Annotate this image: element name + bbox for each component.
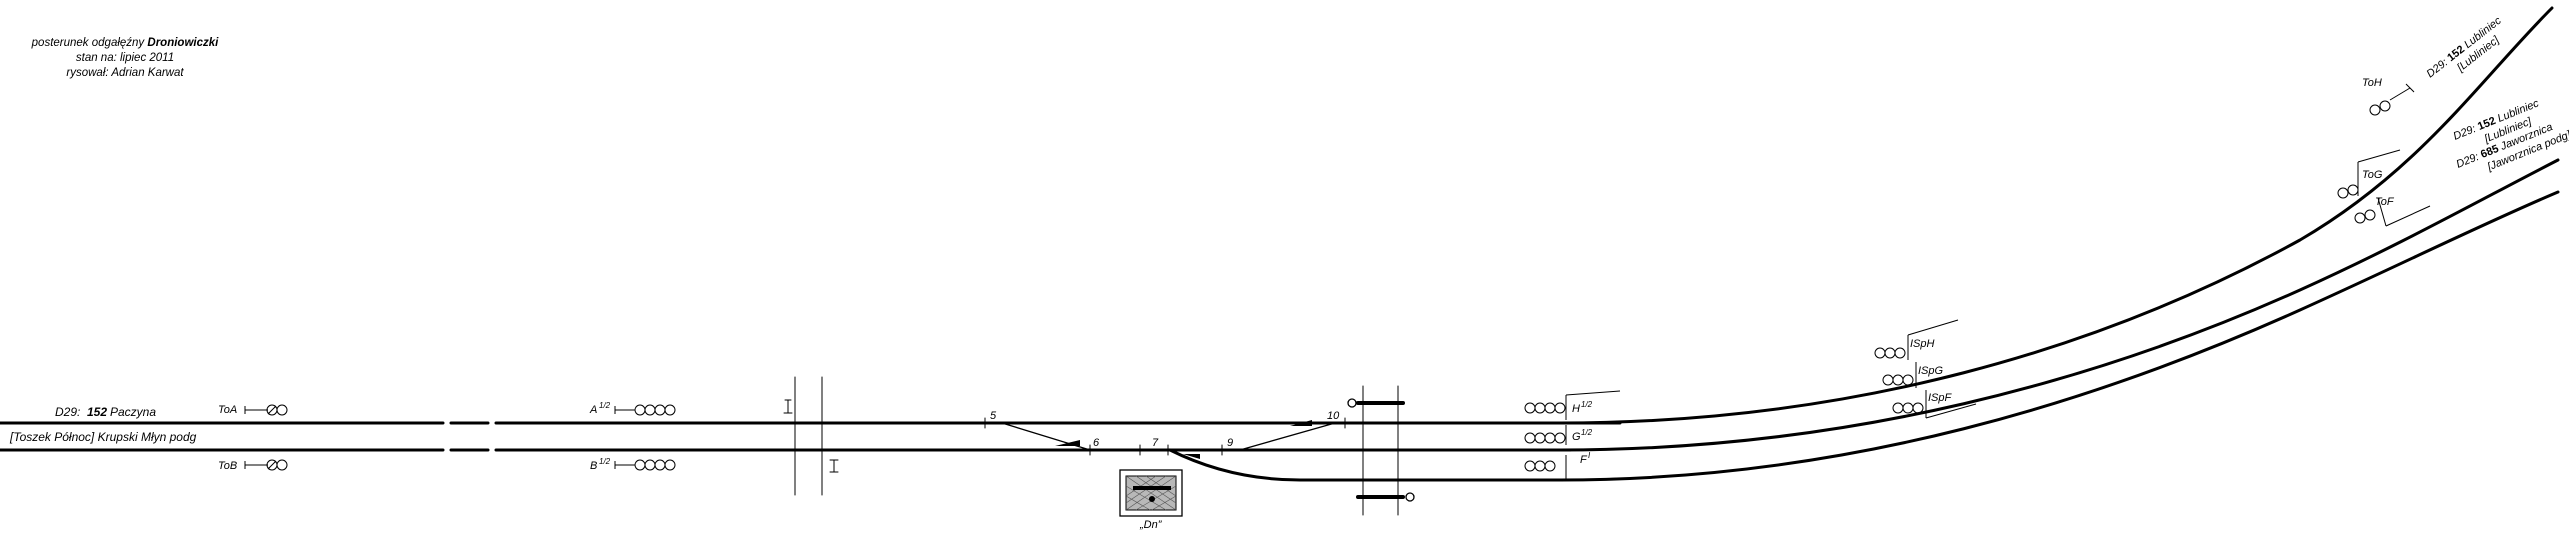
header-station-name: Droniowiczki	[147, 37, 219, 49]
right-line-label-top: D29: 152 Lubliniec [Lubliniec]	[2424, 14, 2504, 81]
signal-box-dn	[1119, 469, 1183, 517]
branch-track-7	[1168, 448, 1562, 482]
signal-H	[1524, 390, 1621, 420]
signal-SpG	[1882, 362, 1917, 388]
signal-ToB	[244, 459, 288, 471]
label-B-sup: 1/2	[599, 457, 611, 466]
rt-mid-code: D29:	[2452, 123, 2478, 143]
signal-ToG	[2337, 149, 2401, 199]
label-G: G	[1572, 431, 1581, 443]
label-A: A	[589, 404, 597, 416]
signal-ToH	[2369, 83, 2415, 116]
crossover-9-10	[1239, 422, 1336, 451]
signal-ToA	[244, 404, 288, 416]
signal-box-label: „Dn”	[1139, 519, 1163, 531]
label-SpF: ISpF	[1928, 392, 1953, 404]
buffer-stop-lower	[1356, 492, 1415, 502]
switch-ticks	[984, 417, 1346, 456]
switch-7: 7	[1152, 437, 1159, 449]
switch-9: 9	[1227, 437, 1233, 449]
signal-F	[1524, 455, 1626, 481]
label-F-sup: I	[1588, 451, 1591, 460]
label-F: F	[1580, 454, 1588, 466]
label-ToF: ToF	[2375, 196, 2395, 208]
switch-6: 6	[1093, 437, 1100, 449]
label-ToB: ToB	[218, 460, 237, 472]
header-title-prefix: posterunek odgałęźny	[31, 37, 145, 49]
left-upper-line-number: 152	[87, 405, 107, 419]
header-author: rysował: Adrian Karwat	[66, 67, 184, 79]
track-curve-F	[1558, 190, 2560, 482]
diagram-header: posterunek odgałęźny Droniowiczki stan n…	[10, 36, 240, 81]
switch-5: 5	[990, 410, 997, 422]
label-H-sup: 1/2	[1581, 400, 1593, 409]
rt-top-code: D29:	[2424, 57, 2450, 81]
header-title: posterunek odgałęźny Droniowiczki	[10, 36, 240, 51]
label-ToA: ToA	[218, 404, 237, 416]
signal-A	[614, 404, 676, 416]
label-ToG: ToG	[2362, 169, 2383, 181]
header-status: stan na: lipiec 2011	[75, 52, 175, 64]
buffer-stop-upper	[1347, 398, 1405, 408]
signal-SpF	[1892, 390, 1977, 419]
label-ToH: ToH	[2362, 77, 2382, 89]
shunt-marker-lower	[829, 459, 839, 473]
switch-10: 10	[1327, 410, 1340, 422]
signal-G	[1524, 425, 1567, 445]
left-lower-line-label: [Toszek Północ] Krupski Młyn podg	[9, 430, 197, 444]
shunt-marker-upper	[783, 399, 793, 414]
left-upper-line-name: Paczyna	[110, 405, 156, 419]
left-upper-line-code: D29:	[55, 405, 80, 419]
track-curve-H	[1558, 6, 2554, 425]
rt-bot-code: D29:	[2455, 151, 2481, 171]
label-G-sup: 1/2	[1581, 428, 1593, 437]
switch-blades	[1055, 420, 1312, 459]
label-A-sup: 1/2	[599, 401, 611, 410]
signal-B	[614, 459, 676, 471]
label-SpH: ISpH	[1910, 338, 1935, 350]
label-SpG: ISpG	[1918, 365, 1944, 377]
track-curve-G	[1558, 158, 2560, 452]
label-H: H	[1572, 403, 1580, 415]
signal-SpH	[1874, 319, 1959, 360]
label-B: B	[590, 460, 597, 472]
signal-ToF	[2354, 197, 2431, 227]
